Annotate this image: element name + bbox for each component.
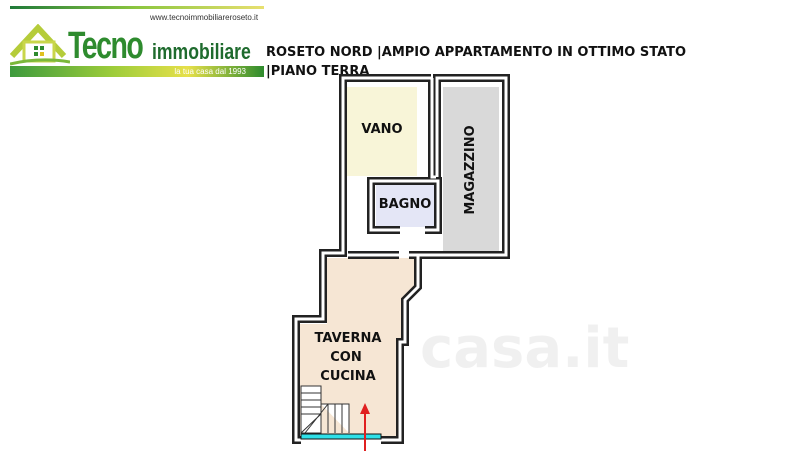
label-magazzino: MAGAZZINO — [463, 125, 478, 214]
label-bagno: BAGNO — [379, 197, 432, 212]
title-line-1: ROSETO NORD |AMPIO APPARTAMENTO IN OTTIM… — [266, 45, 687, 60]
slogan-bar: la tua casa dal 1993 — [10, 66, 264, 77]
room-bagno — [376, 185, 434, 227]
house-logo-icon — [10, 24, 70, 66]
label-cucina: CUCINA — [320, 369, 375, 384]
room-taverna — [300, 258, 414, 437]
label-taverna: TAVERNA — [315, 331, 382, 346]
slogan: la tua casa dal 1993 — [174, 67, 246, 76]
website-url[interactable]: www.tecnoimmobiliareroseto.it — [150, 13, 259, 22]
label-con: CON — [330, 350, 361, 365]
entrance-arrow-icon — [360, 403, 370, 451]
stairs-icon — [300, 385, 350, 434]
header-rule — [10, 6, 264, 9]
walls — [292, 74, 510, 444]
room-vano — [347, 87, 417, 176]
entrance-window — [300, 433, 382, 440]
brand-immobiliare: immobiliare — [152, 39, 251, 64]
label-vano: VANO — [361, 122, 402, 137]
brand-tecno: Tecno — [68, 25, 144, 67]
room-magazzino — [443, 87, 499, 251]
watermark: casa.it — [420, 316, 629, 381]
agency-logo: Tecno immobiliare — [10, 24, 266, 66]
